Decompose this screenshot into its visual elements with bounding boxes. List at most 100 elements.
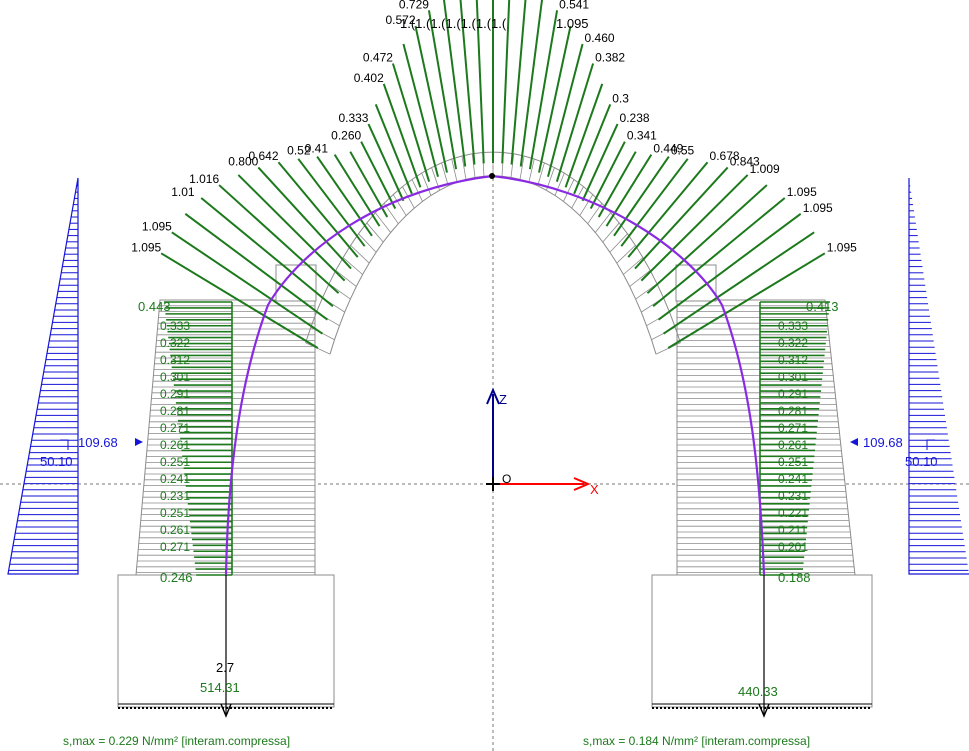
arch-stress-label: 0.541: [559, 0, 589, 11]
arch-stress-label: 1.016: [189, 172, 219, 186]
right-pier-stress-label: 0.271: [778, 421, 808, 435]
left-load-mid-label: 50.10: [40, 454, 73, 469]
arch-stress-label: 0.41: [305, 142, 329, 156]
arch-stress-line: [443, 0, 467, 167]
piers: [135, 264, 856, 576]
left-pier-stress-label: 0.251: [160, 455, 190, 469]
arch-stress-line: [662, 231, 815, 335]
left-pier-stress-label: 0.261: [160, 523, 190, 537]
foundation-block: [651, 574, 873, 708]
arch-stress-line: [652, 197, 786, 308]
arch-stress-label: 0.472: [363, 50, 393, 64]
arch-stress-line: [160, 252, 319, 349]
arch-joint: [392, 194, 407, 216]
left-pier-stress-label: 0.312: [160, 353, 190, 367]
left-pier-stress-label: 0.333: [160, 319, 190, 333]
pier-stress-diagram: 0.3330.3220.3120.3010.2910.2810.2710.261…: [160, 301, 830, 576]
left-reaction-arrowhead: [220, 703, 232, 718]
arch-joint: [441, 162, 449, 186]
arch-stress-line: [333, 154, 381, 227]
arch-stress-line: [589, 141, 626, 210]
left-pier-stress-label: 0.291: [160, 387, 190, 401]
right-pier-stress-label: 0.241: [778, 472, 808, 486]
right-pier-stress-label: 0.291: [778, 387, 808, 401]
arch-stress-line: [597, 151, 637, 218]
arch-stress-line: [573, 103, 612, 195]
right-pier-stress-label: 0.251: [778, 455, 808, 469]
arch-joint: [350, 245, 370, 264]
left-load-marker: [135, 438, 143, 446]
arch-stress-diagram: 0.9950.7290.5720.4720.4020.3330.2600.410…: [131, 0, 857, 349]
left-reaction-small-label: 2.7: [216, 660, 234, 675]
arch-stress-label: 0.572: [385, 13, 415, 27]
right-load-bracket: [926, 439, 935, 450]
arch-stress-line: [382, 83, 422, 188]
arch-stress-line: [360, 141, 397, 210]
right-pier-stress-label: 0.201: [778, 540, 808, 554]
right-pier-stress-label: 0.231: [778, 489, 808, 503]
arch-stress-line: [667, 252, 826, 349]
arch-stress-label: 0.382: [595, 50, 625, 64]
arch-stress-label: 1.095: [142, 219, 172, 233]
arch-joint: [342, 257, 363, 275]
left-pier-stress-label: 0.281: [160, 404, 190, 418]
arch-joint: [366, 222, 384, 243]
arch-stress-line: [613, 155, 670, 237]
arch-stress-label: 0.678: [710, 149, 740, 163]
arch-stress-label: 1.095: [131, 240, 161, 254]
labels: 1.(1.(1.(1.(1.(1.(1.( 1.095 0.443 0.246 …: [40, 16, 938, 748]
arch-joint: [305, 342, 331, 355]
arch-stress-line: [277, 161, 359, 258]
arch-stress-line: [349, 151, 389, 218]
arch-stress-line: [391, 63, 431, 182]
arch-joint: [602, 222, 620, 243]
arch-stress-label: 1.009: [750, 162, 780, 176]
arch-stress-line: [646, 184, 768, 294]
right-footer-note: s,max = 0.184 N/mm² [interam.compressa]: [583, 734, 810, 748]
right-reaction-arrowhead: [758, 703, 770, 718]
arch-joint: [528, 158, 535, 183]
arch-stress-line: [316, 155, 373, 237]
arch-joint: [471, 153, 476, 178]
arch-stress-label: 1.095: [827, 240, 857, 254]
arch-top-right-label: 1.095: [556, 16, 589, 31]
left-footer-note: s,max = 0.229 N/mm² [interam.compressa]: [63, 734, 290, 748]
arch-stress-line: [627, 161, 709, 258]
arch-joint: [616, 245, 636, 264]
left-pier-stress-label: 0.261: [160, 438, 190, 452]
left-reaction-label: 514.31: [200, 680, 240, 695]
arch-stress-line: [257, 166, 352, 270]
arch-stress-line: [501, 0, 511, 164]
left-pier-stress-label: 0.271: [160, 540, 190, 554]
arch-stress-line: [427, 10, 458, 170]
arch-stress-label: 0.449: [653, 142, 683, 156]
arch-stress-line: [547, 43, 584, 178]
arch-stress-line: [605, 154, 653, 227]
arch-joint: [579, 194, 594, 216]
arch-stress-line: [640, 174, 749, 282]
right-pier-stress-label: 0.281: [778, 404, 808, 418]
arch-stress-line: [519, 0, 543, 167]
arch-stress-label: 0.3: [612, 91, 629, 105]
arch-stress-line: [634, 166, 729, 270]
arch-stress-label: 0.238: [620, 111, 650, 125]
right-pier-stress-label: 0.211: [778, 523, 807, 537]
arch-joint: [335, 270, 357, 287]
arch-stress-label: 0.729: [399, 0, 429, 11]
arch-stress-label: 0.402: [354, 71, 384, 85]
arch-joint: [629, 270, 651, 287]
left-load-max-label: 109.68: [78, 435, 118, 450]
lateral-load-diagrams: [7, 177, 969, 575]
arch-stress-line: [237, 174, 346, 282]
arch-stress-line: [184, 212, 329, 321]
arch-joint: [563, 179, 575, 202]
left-load-bracket: [60, 439, 69, 450]
arch-stress-label: 0.341: [627, 129, 657, 143]
arch-joint: [609, 233, 628, 253]
right-load-max-label: 109.68: [863, 435, 903, 450]
pier-left-top-label: 0.443: [138, 299, 171, 314]
arch-joint: [510, 153, 515, 178]
arch-stress-line: [657, 212, 802, 321]
thrust-line: [224, 173, 766, 576]
arch-stress-label: 0.52: [287, 144, 311, 158]
